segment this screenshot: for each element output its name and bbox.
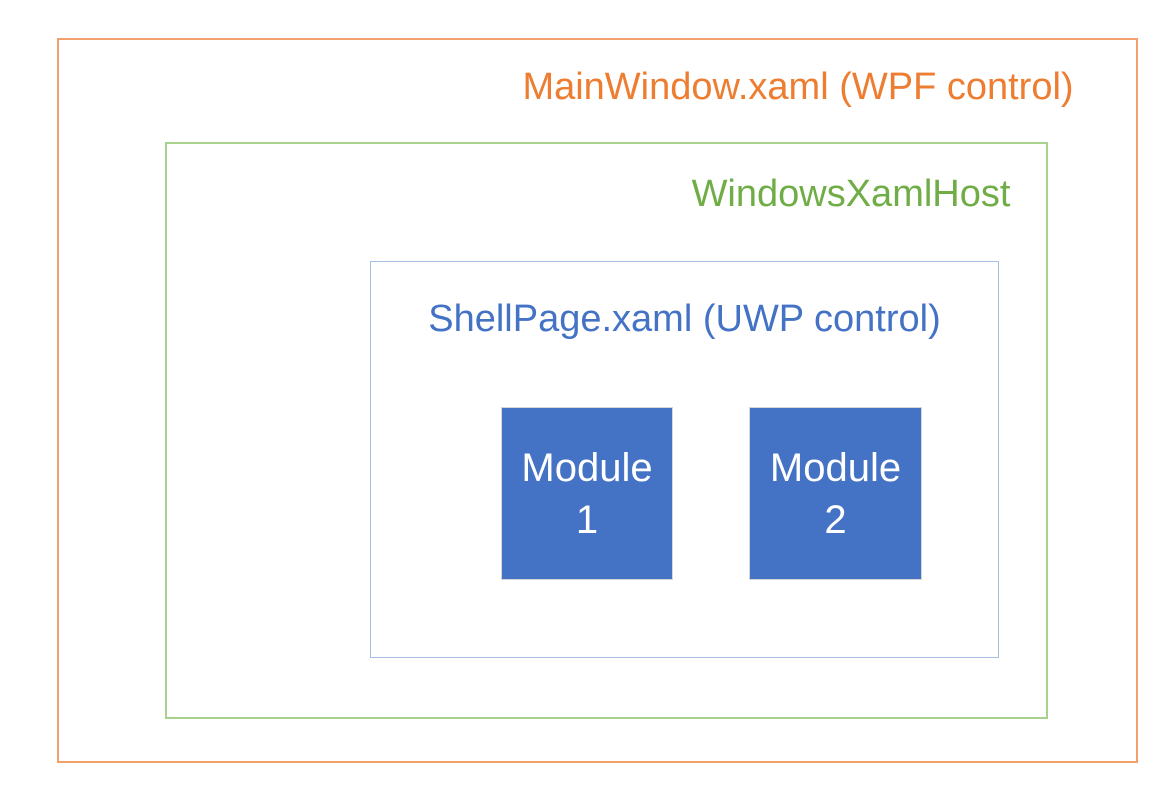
mainwindow-label: MainWindow.xaml (WPF control) xyxy=(522,66,1074,108)
shellpage-label: ShellPage.xaml (UWP control) xyxy=(428,298,941,340)
module-1-label: Module 1 xyxy=(521,445,653,542)
windowsxamlhost-label: WindowsXamlHost xyxy=(691,173,1011,215)
module-2-box: Module 2 xyxy=(749,407,922,580)
module-1-box: Module 1 xyxy=(501,407,673,580)
windowsxamlhost-box: WindowsXamlHost ShellPage.xaml (UWP cont… xyxy=(165,142,1048,719)
module-2-label: Module 2 xyxy=(769,445,902,542)
mainwindow-box: MainWindow.xaml (WPF control) WindowsXam… xyxy=(57,38,1138,763)
shellpage-box: ShellPage.xaml (UWP control) Module 1 Mo… xyxy=(370,261,999,658)
